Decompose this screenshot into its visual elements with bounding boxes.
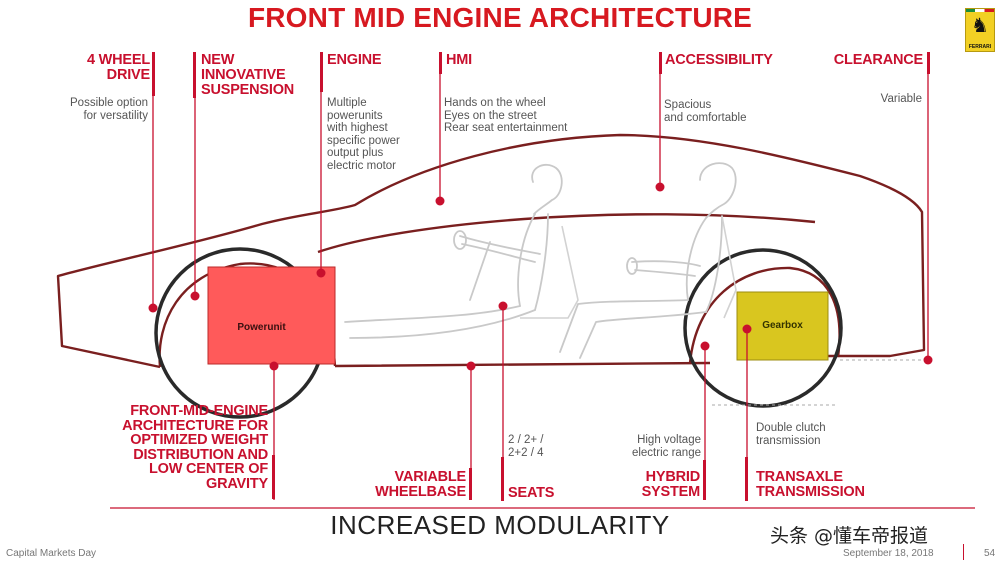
desc-4-wheel-drive: Possible option for versatility	[70, 97, 148, 122]
label-4-wheel-drive: 4 WHEEL DRIVE	[86, 52, 150, 83]
label-engine: ENGINE	[327, 52, 382, 68]
label-clearance: CLEARANCE	[833, 52, 923, 68]
label-hybrid: HYBRID SYSTEM	[641, 469, 701, 500]
gearbox-label: Gearbox	[762, 320, 803, 331]
powerunit-block	[207, 266, 336, 365]
tagline: INCREASED MODULARITY	[330, 510, 670, 540]
callout-dots	[148, 182, 933, 371]
desc-transaxle: Double clutch transmission	[756, 422, 826, 447]
label-transaxle: TRANSAXLE TRANSMISSION	[756, 469, 865, 500]
label-hmi: HMI	[446, 52, 472, 68]
rear-wheel	[683, 248, 843, 408]
label-suspension: NEW INNOVATIVE SUSPENSION	[201, 52, 295, 98]
footer-page-number: 54	[984, 548, 996, 559]
desc-accessibility: Spacious and comfortable	[664, 99, 747, 124]
rear-wheel-arch	[688, 266, 841, 364]
rear-passenger-figure	[559, 162, 737, 359]
gearbox-block	[736, 291, 829, 361]
desc-hmi: Hands on the wheel Eyes on the street Re…	[444, 97, 568, 134]
desc-hybrid: High voltage electric range	[631, 434, 701, 459]
footer-date: September 18, 2018	[843, 548, 934, 559]
driver-figure	[344, 163, 563, 339]
label-accessibility: ACCESSIBILITY	[665, 52, 773, 68]
front-seat	[520, 225, 579, 319]
label-tick-bars	[152, 52, 930, 501]
rear-seat	[721, 215, 737, 319]
powerunit-label: Powerunit	[237, 322, 286, 333]
desc-engine: Multiple powerunits with highest specifi…	[327, 97, 400, 172]
ferrari-logo: ♞ FERRARI	[965, 8, 995, 52]
footer-divider	[963, 544, 964, 560]
watermark: 头条 @懂车帝报道	[770, 525, 929, 547]
label-seats: SEATS	[508, 485, 555, 501]
footer-event: Capital Markets Day	[6, 548, 97, 559]
label-wheelbase: VARIABLE WHEELBASE	[375, 469, 466, 500]
prancing-horse-icon: ♞	[971, 13, 989, 37]
page-title: FRONT MID ENGINE ARCHITECTURE	[247, 2, 753, 33]
label-architecture: FRONT-MID-ENGINE ARCHITECTURE FOR OPTIMI…	[122, 403, 268, 492]
car-body-outline	[56, 133, 926, 369]
window-line	[317, 213, 816, 254]
logo-text: FERRARI	[968, 44, 992, 50]
desc-seats: 2 / 2+ / 2+2 / 4	[508, 434, 544, 459]
desc-clearance: Variable	[880, 93, 922, 105]
logo-stripe	[966, 9, 994, 12]
